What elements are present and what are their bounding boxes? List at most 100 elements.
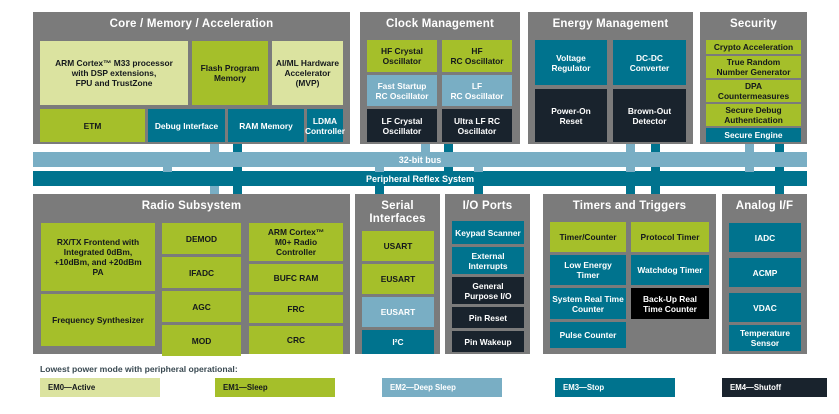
block-watchdog-timer[interactable]: Watchdog Timer [631,255,709,285]
block-temperature-sensor[interactable]: Temperature Sensor [729,325,801,351]
stub-bus32-to-timers [626,167,635,172]
block-fast-startup-rc-oscillator[interactable]: Fast Startup RC Oscillator [367,75,437,106]
legend-label-em2: EM2—Deep Sleep [390,383,456,392]
stub-prs-to-timers-b [651,186,660,194]
stub-bus32-to-io [474,167,483,172]
block-hf-crystal-oscillator[interactable]: HF Crystal Oscillator [367,40,437,72]
panel-energy-management: Energy Management Voltage Regulator DC-D… [528,12,693,144]
block-eusart-em1[interactable]: EUSART [362,264,434,294]
stub-core-to-bus32-a [210,144,219,152]
block-secure-debug-authentication[interactable]: Secure Debug Authentication [706,104,801,126]
block-crypto-acceleration[interactable]: Crypto Acceleration [706,40,801,54]
block-timer-counter[interactable]: Timer/Counter [550,222,626,252]
panel-title-security: Security [730,18,777,30]
legend-item-em3-stop: EM3—Stop [555,378,675,397]
panel-core-memory-acceleration: Core / Memory / Acceleration ARM Cortex™… [33,12,350,144]
block-frequency-synthesizer[interactable]: Frequency Synthesizer [41,294,155,346]
block-keypad-scanner[interactable]: Keypad Scanner [452,221,524,244]
block-power-on-reset[interactable]: Power-On Reset [535,89,607,142]
legend-label-em3: EM3—Stop [563,383,605,392]
block-agc[interactable]: AGC [162,291,241,322]
panel-clock-management: Clock Management HF Crystal Oscillator H… [360,12,520,144]
block-general-purpose-io[interactable]: General Purpose I/O [452,277,524,304]
block-arm-cortex-m33[interactable]: ARM Cortex™ M33 processor with DSP exten… [40,41,188,105]
block-dc-dc-converter[interactable]: DC-DC Converter [613,40,686,85]
block-usart[interactable]: USART [362,231,434,261]
block-pin-wakeup[interactable]: Pin Wakeup [452,331,524,352]
block-pin-reset[interactable]: Pin Reset [452,307,524,328]
stub-prs-to-radio [233,186,242,194]
stub-prs-to-analog [775,186,784,194]
block-true-random-number-generator[interactable]: True Random Number Generator [706,56,801,78]
stub-clock-to-bus32 [421,144,430,152]
panel-title-energy: Energy Management [552,18,669,30]
block-crc[interactable]: CRC [249,326,343,354]
block-vdac[interactable]: VDAC [729,293,801,322]
stub-prs-to-timers [626,186,635,194]
block-iadc[interactable]: IADC [729,223,801,252]
panel-title-radio: Radio Subsystem [141,200,242,212]
legend-item-em0-active: EM0—Active [40,378,160,397]
block-external-interrupts[interactable]: External Interrupts [452,247,524,274]
stub-bus32-to-radio-b [210,186,219,194]
legend-label-em0: EM0—Active [48,383,96,392]
block-ram-memory[interactable]: RAM Memory [228,109,304,142]
stub-prs-to-serial [375,186,384,194]
panel-title-analog: Analog I/F [735,200,794,212]
block-protocol-timer[interactable]: Protocol Timer [631,222,709,252]
stub-security-to-bus32 [745,144,754,152]
block-rx-tx-frontend[interactable]: RX/TX Frontend with Integrated 0dBm, +10… [41,223,155,291]
block-ldma-controller[interactable]: LDMA Controller [305,109,345,142]
block-i2c[interactable]: I²C [362,330,434,354]
legend-item-em2-deep-sleep: EM2—Deep Sleep [382,378,502,397]
block-system-real-time-counter[interactable]: System Real Time Counter [550,288,626,319]
block-dpa-countermeasures[interactable]: DPA Countermeasures [706,80,801,102]
panel-title-io-ports: I/O Ports [462,200,513,212]
block-voltage-regulator[interactable]: Voltage Regulator [535,40,607,85]
block-hf-rc-oscillator[interactable]: HF RC Oscillator [442,40,512,72]
bus-32bit: 32-bit bus [33,152,807,167]
legend-caption: Lowest power mode with peripheral operat… [40,364,238,374]
stub-bus32-to-radio [163,167,172,172]
block-ultra-lf-rc-oscillator[interactable]: Ultra LF RC Oscillator [442,109,512,142]
panel-radio-subsystem: Radio Subsystem RX/TX Frontend with Inte… [33,194,350,356]
panel-timers-and-triggers: Timers and Triggers Timer/Counter Protoc… [543,194,716,354]
block-acmp[interactable]: ACMP [729,258,801,287]
stub-bus32-to-analog [745,167,754,172]
stub-bus32-to-serial [375,167,384,172]
legend-item-em4-shutoff: EM4—Shutoff [722,378,827,397]
block-ifadc[interactable]: IFADC [162,257,241,288]
block-debug-interface[interactable]: Debug Interface [148,109,225,142]
stub-prs-to-io [474,186,483,194]
block-demod[interactable]: DEMOD [162,223,241,254]
block-back-up-real-time-counter[interactable]: Back-Up Real Time Counter [631,288,709,319]
block-aiml-hardware-accelerator[interactable]: AI/ML Hardware Accelerator (MVP) [272,41,343,105]
block-secure-engine[interactable]: Secure Engine [706,128,801,142]
block-etm[interactable]: ETM [40,109,145,142]
block-low-energy-timer[interactable]: Low Energy Timer [550,255,626,285]
panel-title-clock: Clock Management [385,18,494,30]
block-lf-rc-oscillator[interactable]: LF RC Oscillator [442,75,512,106]
bus-prs-label: Peripheral Reflex System [365,173,475,184]
legend-item-em1-sleep: EM1—Sleep [215,378,335,397]
block-lf-crystal-oscillator[interactable]: LF Crystal Oscillator [367,109,437,142]
bus-32bit-label: 32-bit bus [398,154,442,165]
block-eusart-em2[interactable]: EUSART [362,297,434,327]
block-flash-program-memory[interactable]: Flash Program Memory [192,41,268,105]
panel-title-core: Core / Memory / Acceleration [109,18,274,30]
block-brown-out-detector[interactable]: Brown-Out Detector [613,89,686,142]
panel-title-serial: Serial Interfaces [369,200,426,225]
block-arm-cortex-m0-radio-controller[interactable]: ARM Cortex™ M0+ Radio Controller [249,223,343,261]
legend-label-em4: EM4—Shutoff [730,383,782,392]
block-bufc-ram[interactable]: BUFC RAM [249,264,343,292]
panel-serial-interfaces: Serial Interfaces USART EUSART EUSART I²… [355,194,440,354]
panel-io-ports: I/O Ports Keypad Scanner External Interr… [445,194,530,354]
block-mod[interactable]: MOD [162,325,241,356]
block-pulse-counter[interactable]: Pulse Counter [550,322,626,348]
panel-security: Security Crypto Acceleration True Random… [700,12,807,144]
block-frc[interactable]: FRC [249,295,343,323]
legend-label-em1: EM1—Sleep [223,383,268,392]
stub-energy-to-bus32 [626,144,635,152]
bus-peripheral-reflex-system: Peripheral Reflex System [33,171,807,186]
